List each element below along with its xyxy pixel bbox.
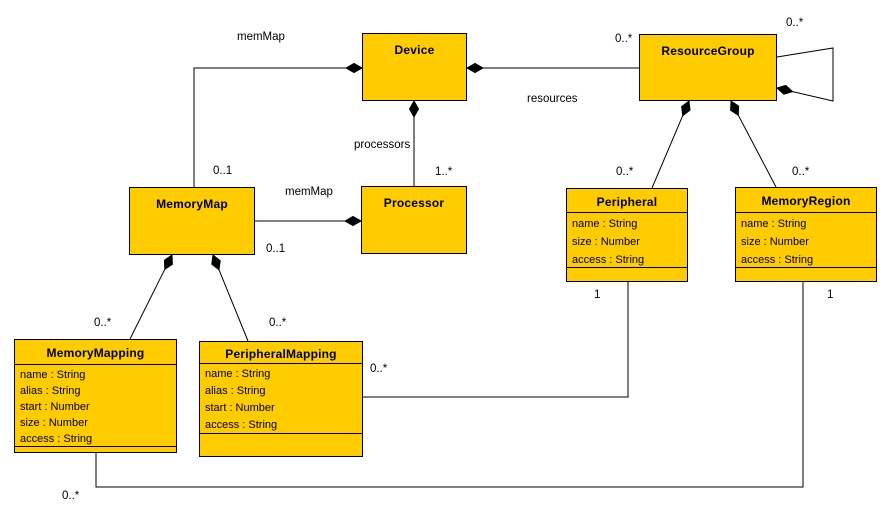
class-attribute: name : String <box>205 368 271 380</box>
class-peripheral[interactable]: Peripheral name : String size : Number a… <box>566 188 688 282</box>
class-attribute: access : String <box>741 254 814 266</box>
edge-device-resourcegroup <box>465 62 639 74</box>
composition-diamond <box>730 100 740 117</box>
multiplicity-peripheral-of-resourcegroup: 0..* <box>616 166 634 178</box>
attributes-compartment: name : String size : Number access : Str… <box>567 213 687 268</box>
composition-diamond <box>344 62 364 74</box>
class-attribute: size : Number <box>572 236 640 248</box>
attributes-compartment: name : String size : Number access : Str… <box>736 213 876 268</box>
class-memory-mapping[interactable]: MemoryMapping name : String alias : Stri… <box>14 339 177 453</box>
class-title: Device <box>394 43 435 57</box>
edge-resourcegroup-self <box>776 47 834 102</box>
class-title: MemoryMap <box>156 197 228 211</box>
multiplicity-memorymap-of-processor: 0..1 <box>266 243 286 255</box>
class-attribute: name : String <box>20 369 86 381</box>
edge-label-processors: processors <box>354 139 411 151</box>
class-attribute: alias : String <box>20 385 81 397</box>
class-attribute: size : Number <box>741 236 809 248</box>
edge-label-resources: resources <box>527 93 578 105</box>
class-attribute: start : Number <box>20 401 90 413</box>
multiplicity-peripheralmapping-end: 0..* <box>370 363 388 375</box>
class-title: MemoryRegion <box>736 188 876 213</box>
multiplicity-memorymap-of-device: 0..1 <box>213 165 233 177</box>
multiplicity-memoryregion-of-resourcegroup: 0..* <box>792 166 810 178</box>
class-attribute: access : String <box>572 254 645 266</box>
class-title: Peripheral <box>567 189 687 213</box>
edge-device-processor <box>408 99 420 186</box>
composition-diamond <box>211 254 221 271</box>
class-title: ResourceGroup <box>661 44 755 58</box>
multiplicity-peripheral-end: 1 <box>594 289 601 301</box>
class-memory-map[interactable]: MemoryMap <box>129 187 255 255</box>
class-attribute: alias : String <box>205 385 266 397</box>
class-processor[interactable]: Processor <box>361 186 467 254</box>
class-attribute: access : String <box>20 433 93 445</box>
composition-diamond <box>408 99 420 119</box>
multiplicity-memoryregion-end: 1 <box>827 289 834 301</box>
edge-memorymap-memorymapping <box>129 254 173 340</box>
class-title: MemoryMapping <box>15 340 176 365</box>
multiplicity-resourcegroup-of-device: 0..* <box>615 33 633 45</box>
edge-processor-memorymap <box>255 215 363 227</box>
class-attribute: name : String <box>572 218 638 230</box>
composition-diamond <box>163 254 173 271</box>
edge-resourcegroup-memoryregion <box>730 100 777 188</box>
class-attribute: access : String <box>205 419 278 431</box>
edge-label-memmap-device: memMap <box>237 31 285 43</box>
class-device[interactable]: Device <box>362 33 467 101</box>
multiplicity-processor-of-device: 1..* <box>435 166 453 178</box>
multiplicity-resourcegroup-self: 0..* <box>786 17 804 29</box>
class-peripheral-mapping[interactable]: PeripheralMapping name : String alias : … <box>199 341 363 457</box>
edge-label-memmap-processor: memMap <box>285 186 333 198</box>
class-attribute: name : String <box>741 218 807 230</box>
composition-diamond <box>343 215 363 227</box>
class-attribute: start : Number <box>205 402 275 414</box>
edge-memorymap-peripheralmapping <box>211 254 249 342</box>
edge-memoryregion-memorymapping <box>95 282 804 488</box>
composition-diamond <box>681 100 691 117</box>
edge-peripheral-peripheralmapping <box>363 282 629 398</box>
multiplicity-memorymapping-end: 0..* <box>62 490 80 502</box>
composition-diamond <box>776 84 794 95</box>
multiplicity-peripheralmapping-of-memorymap: 0..* <box>269 317 287 329</box>
attributes-compartment: name : String alias : String start : Num… <box>15 365 176 447</box>
class-memory-region[interactable]: MemoryRegion name : String size : Number… <box>735 187 877 282</box>
class-title: PeripheralMapping <box>200 342 362 364</box>
attributes-compartment: name : String alias : String start : Num… <box>200 364 362 434</box>
class-title: Processor <box>383 196 445 210</box>
class-attribute: size : Number <box>20 417 88 429</box>
multiplicity-memorymapping-of-memorymap: 0..* <box>94 317 112 329</box>
class-resource-group[interactable]: ResourceGroup <box>639 34 777 101</box>
composition-diamond <box>465 62 485 74</box>
edge-resourcegroup-peripheral <box>651 100 691 189</box>
